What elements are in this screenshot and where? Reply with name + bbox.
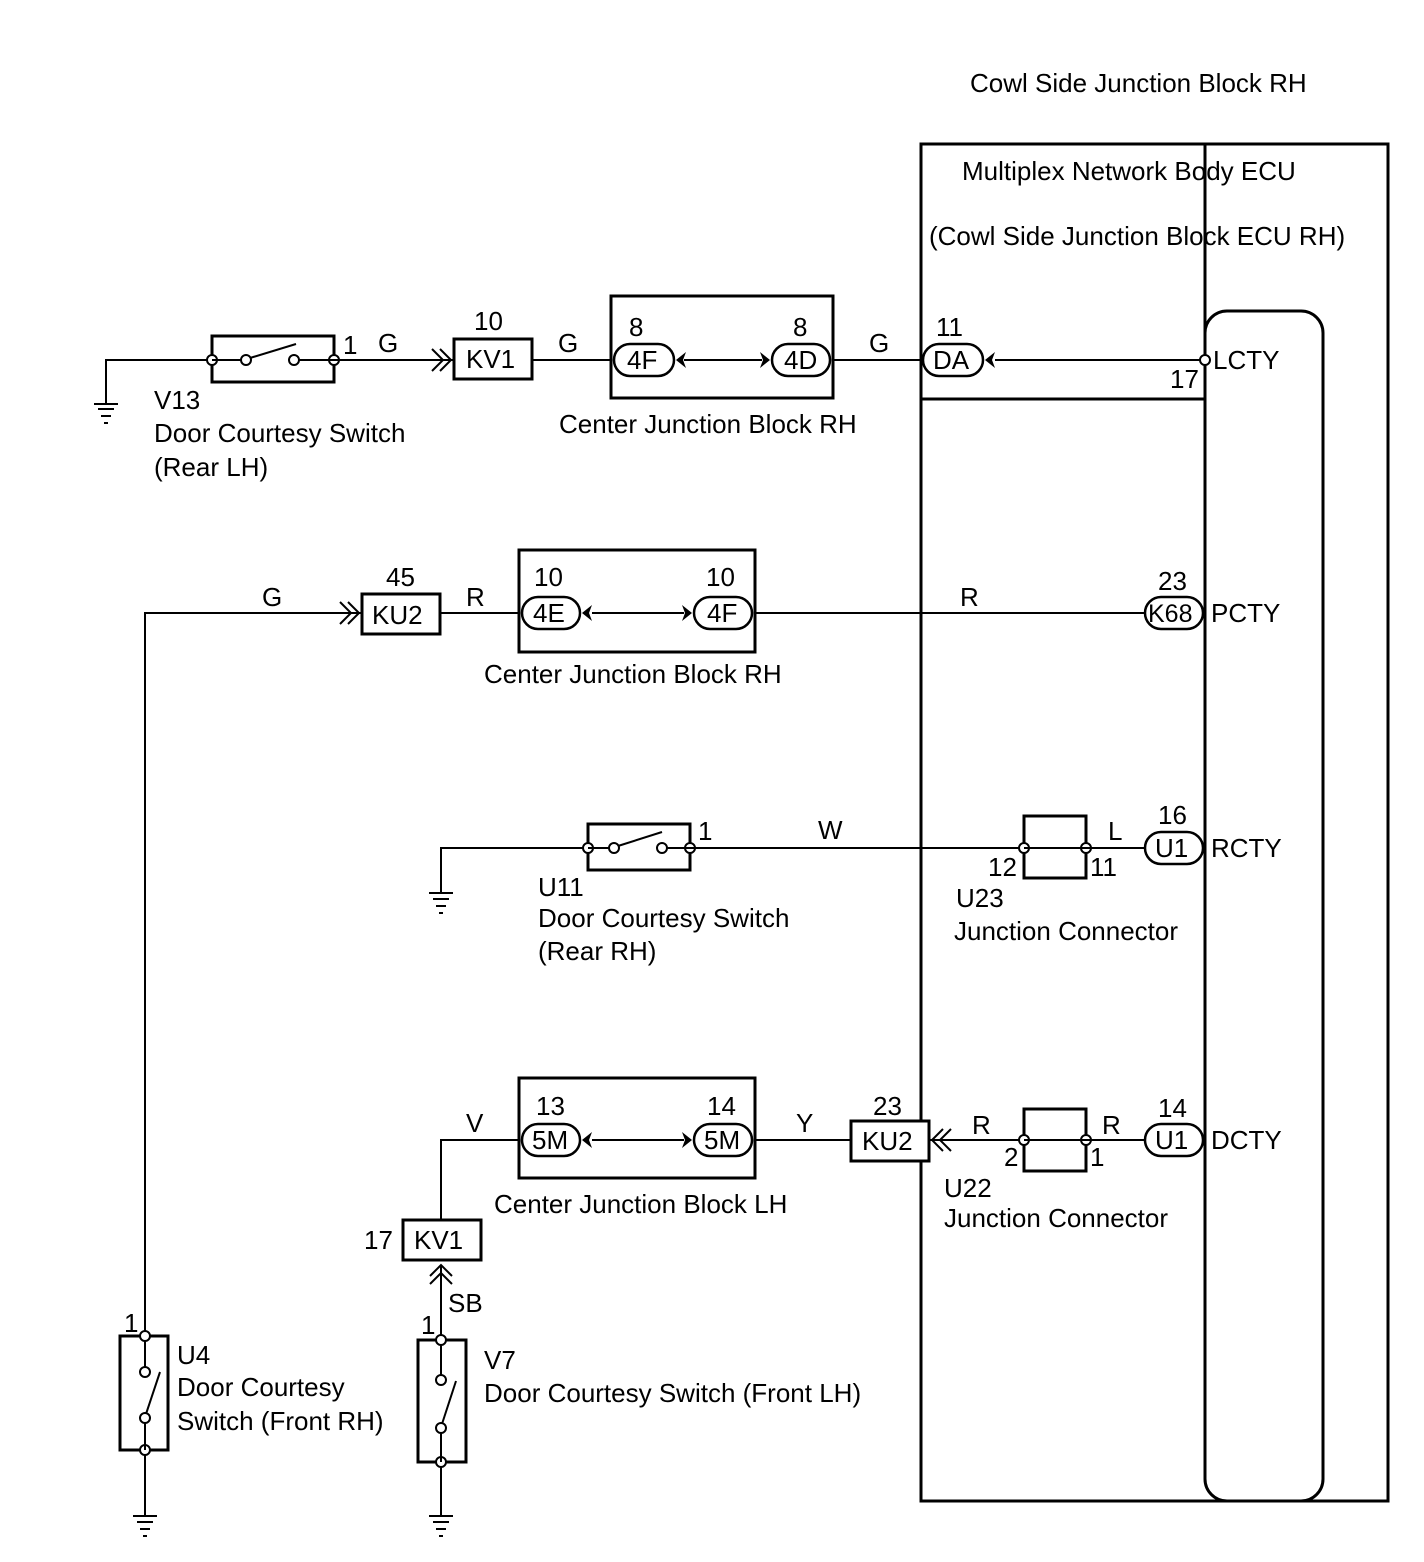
u22-code: U22: [944, 1173, 992, 1203]
cjb2-conn-a: 4E: [533, 598, 565, 628]
u4-switch: 1 U4 Door Courtesy Switch (Front RH): [118, 1308, 384, 1537]
ku2-label-1: KU2: [372, 600, 423, 630]
pcty-terminal: PCTY: [1211, 598, 1280, 628]
ecu-name: Multiplex Network Body ECU: [962, 156, 1296, 186]
v13-code: V13: [154, 385, 200, 415]
cjb3-conn-b: 5M: [704, 1125, 740, 1155]
row1-wire-color-3: G: [869, 328, 889, 358]
cjb2-conn-b: 4F: [707, 598, 737, 628]
dcty-terminal: DCTY: [1211, 1125, 1282, 1155]
kv1-label: KV1: [466, 344, 515, 374]
u11-position: (Rear RH): [538, 936, 656, 966]
row4-wire-color-2: Y: [796, 1108, 813, 1138]
row4-wire-color-5: SB: [448, 1288, 483, 1318]
u1b-pin: 14: [1158, 1093, 1187, 1123]
u23-code: U23: [956, 883, 1004, 913]
u23-name: Junction Connector: [954, 916, 1178, 946]
switch-contact-icon: [441, 1380, 457, 1425]
row4-wire-color-1: V: [466, 1108, 484, 1138]
u4-name-2: Switch (Front RH): [177, 1406, 384, 1436]
k68-connector: K68: [1148, 600, 1192, 628]
u22-pin-b: 1: [1090, 1142, 1104, 1172]
ku2-pin: 45: [386, 562, 415, 592]
cjb1-pin-b: 8: [793, 312, 807, 342]
cjb2-pin-a: 10: [534, 562, 563, 592]
cjb1-conn-b: 4D: [784, 345, 817, 375]
row4-circuit: V 5M 5M 13 14 Center Junction Block LH Y…: [364, 1076, 1282, 1340]
u4-name-1: Door Courtesy: [177, 1372, 345, 1402]
connector-arrow-icon: [339, 601, 361, 625]
row3-wire-color-2: L: [1108, 816, 1122, 846]
k68-pin: 23: [1158, 566, 1187, 596]
row2-wire-color-3: R: [960, 582, 979, 612]
row3-wire-color-1: W: [818, 815, 843, 845]
switch-contact-icon: [145, 1371, 161, 1415]
row3-circuit: 1 W 12 11 L U1 16 RCTY U11 Door Courtesy…: [429, 800, 1282, 966]
row1-ground-wire: [105, 359, 212, 404]
switch-contact-icon: [249, 343, 297, 359]
ku2-connector-1: [360, 592, 442, 636]
row2-wire-color-1: G: [262, 582, 282, 612]
cjb2-pin-b: 10: [706, 562, 735, 592]
ecu-top-panel: [919, 142, 1207, 401]
ecu-subname: (Cowl Side Junction Block ECU RH): [929, 221, 1345, 251]
da-connector: DA: [933, 345, 970, 375]
cjb3-pin-b: 14: [707, 1091, 736, 1121]
connector-arrow-icon: [431, 348, 453, 372]
row1-circuit: 1 G 10 KV1 G 4F 4D 8 8 Center Junction B…: [94, 294, 1279, 482]
v7-pin: 1: [421, 1310, 435, 1340]
v7-name: Door Courtesy Switch (Front LH): [484, 1378, 861, 1408]
row4-wire-color-3: R: [972, 1110, 991, 1140]
u23-pin-b: 11: [1090, 852, 1117, 882]
v13-position: (Rear LH): [154, 452, 268, 482]
v7-code: V7: [484, 1345, 516, 1375]
row1-wire-color-1: G: [378, 328, 398, 358]
cjb1-conn-a: 4F: [627, 345, 657, 375]
row4-wire-color-4: R: [1102, 1110, 1121, 1140]
u11-name: Door Courtesy Switch: [538, 903, 789, 933]
cjb3-conn-a: 5M: [532, 1125, 568, 1155]
row2-circuit: G 45 KU2 R 4E 4F 10 10 Center Junction B…: [144, 548, 1280, 1336]
u1-connector-b: U1: [1155, 1125, 1188, 1155]
u23-pin-a: 12: [988, 852, 1017, 882]
u1a-pin: 16: [1158, 800, 1187, 830]
switch-contact-icon: [617, 831, 663, 847]
v13-pin: 1: [343, 330, 357, 360]
v13-name: Door Courtesy Switch: [154, 418, 405, 448]
kv1-connector-2: [401, 1218, 483, 1262]
da-pin: 11: [936, 312, 963, 342]
lcty-terminal: LCTY: [1213, 345, 1279, 375]
row2-wire-color-2: R: [466, 582, 485, 612]
u11-code: U11: [538, 872, 584, 902]
ku2-label-2: KU2: [862, 1126, 913, 1156]
u1-connector-a: U1: [1155, 833, 1188, 863]
kv1-pin-2: 17: [364, 1225, 393, 1255]
rcty-terminal: RCTY: [1211, 833, 1282, 863]
kv1-label-2: KV1: [414, 1225, 463, 1255]
cjb2-name: Center Junction Block RH: [484, 659, 782, 689]
cjb3-pin-a: 13: [536, 1091, 565, 1121]
multiplex-ecu-body: [1203, 309, 1325, 1503]
cjb3-name: Center Junction Block LH: [494, 1189, 787, 1219]
v7-switch: 1 V7 Door Courtesy Switch (Front LH): [416, 1310, 861, 1537]
row1-wire-color-2: G: [558, 328, 578, 358]
u11-pin: 1: [698, 816, 712, 846]
u22-name: Junction Connector: [944, 1203, 1168, 1233]
u22-pin-a: 2: [1004, 1142, 1018, 1172]
cowl-block-title: Cowl Side Junction Block RH: [970, 68, 1307, 98]
cjb1-pin-a: 8: [629, 312, 643, 342]
ku2-pin-2: 23: [873, 1091, 902, 1121]
kv1-pin: 10: [474, 306, 503, 336]
u4-pin: 1: [124, 1308, 138, 1338]
cjb1-name: Center Junction Block RH: [559, 409, 857, 439]
kv1-connector: [452, 337, 534, 381]
u4-code: U4: [177, 1340, 210, 1370]
lcty-pin: 17: [1170, 364, 1199, 394]
